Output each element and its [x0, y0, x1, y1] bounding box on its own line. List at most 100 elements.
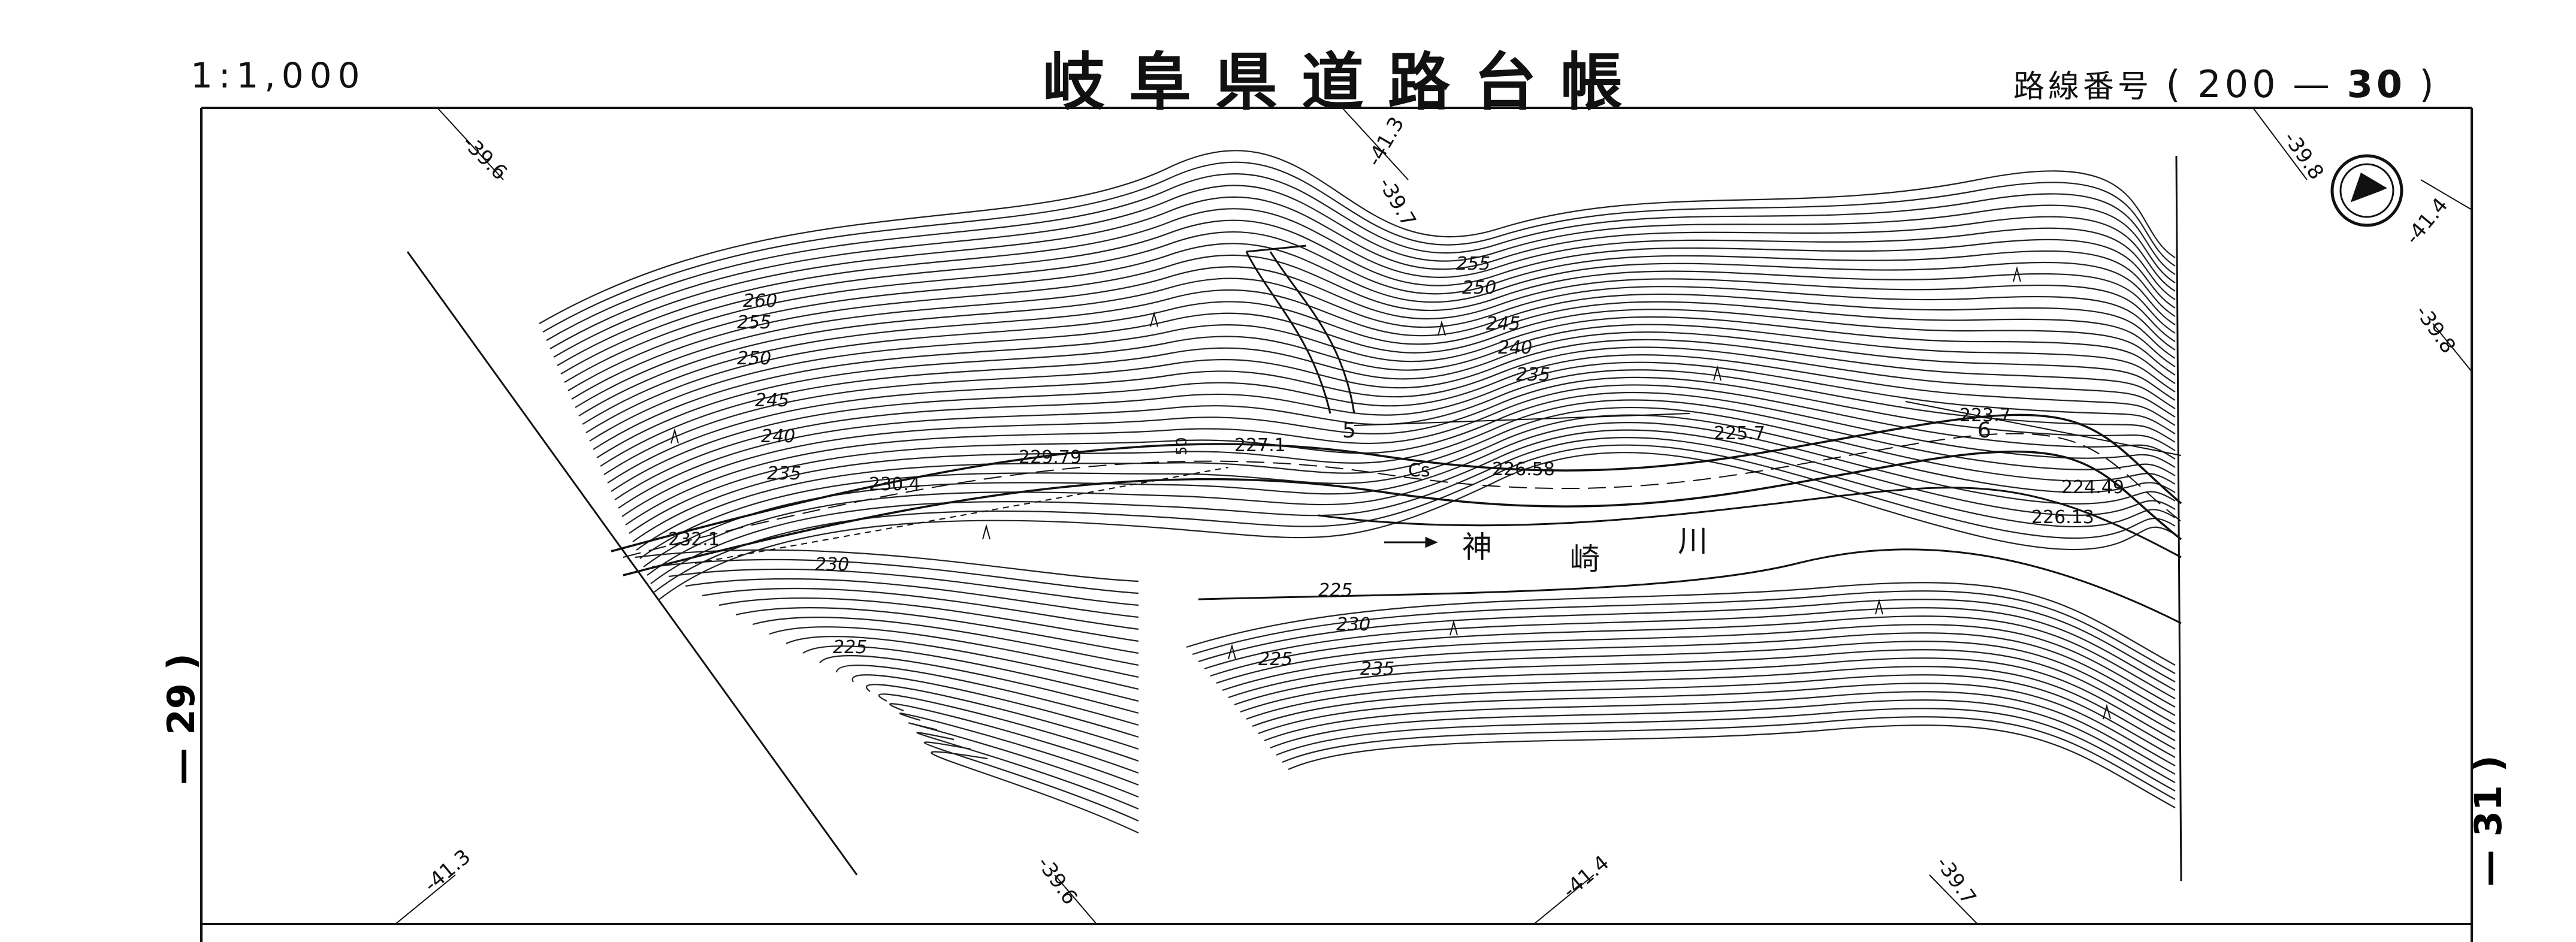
contour-label: 255: [1456, 253, 1490, 274]
contour-line: [1198, 599, 2176, 683]
contour-line: [607, 346, 2176, 484]
contour-label: 250: [737, 348, 771, 369]
contour-label: 245: [1486, 313, 1520, 334]
grid-label-top: -41.3: [1362, 113, 1409, 170]
contour-line: [851, 674, 1139, 738]
map-scale: 1:1,000: [191, 55, 366, 96]
contour-line: [1258, 683, 2176, 766]
contour-label: 240: [761, 426, 795, 447]
contour-label: 255: [737, 312, 771, 333]
vegetation-mark: [1438, 320, 1446, 336]
contour-label: 225: [833, 637, 867, 658]
station-mark: 5: [1342, 418, 1356, 443]
contour-line: [1228, 641, 2176, 724]
contour-line: [889, 703, 1139, 774]
road: [611, 413, 2182, 576]
river-name-char: 崎: [1570, 542, 1600, 576]
vegetation-mark: [2013, 266, 2021, 282]
contour-line: [557, 208, 2176, 366]
river-name: 神 崎 川: [1462, 524, 1708, 576]
river-name-char: 神: [1462, 530, 1492, 564]
contour-line: [603, 339, 2176, 475]
station-mark: 6: [1977, 418, 1991, 443]
contour-line: [546, 173, 2176, 341]
contour-lines-south: [635, 549, 2176, 834]
vegetation-mark: [671, 428, 679, 444]
map-frame: [200, 107, 2473, 942]
contour-line: [735, 606, 1139, 654]
contour-line: [589, 309, 2176, 442]
contour-line: [654, 444, 2176, 593]
contour-label: 230: [1336, 614, 1370, 635]
grid-ticks: [395, 107, 2472, 925]
contour-label: 240: [1498, 337, 1532, 358]
contour-line: [614, 361, 2176, 500]
contour-line: [668, 568, 1139, 606]
contour-line: [718, 597, 1139, 642]
contour-line: [639, 414, 2176, 559]
road-annotations: 5 6 50 Cs: [1173, 418, 1991, 481]
vegetation-mark: [2103, 704, 2111, 720]
spot-height: 230.4: [869, 474, 920, 495]
contour-line: [1186, 582, 2176, 666]
contour-line: [908, 722, 1139, 798]
river-flow-arrow: [1384, 536, 1438, 548]
contour-line: [560, 219, 2176, 375]
contour-line: [923, 741, 1139, 822]
contour-line: [899, 712, 1139, 786]
river-name-char: 川: [1678, 524, 1708, 558]
spot-height: 224.49: [2061, 477, 2124, 498]
contour-line: [1270, 699, 2176, 783]
contour-line: [1240, 657, 2176, 741]
north-arrow-icon: [2330, 154, 2403, 227]
spot-height: 227.1: [1234, 435, 1286, 456]
route-prefix: 200: [2197, 62, 2279, 106]
spot-heights: 232.1 230.4 229.79 227.1 226.58 225.7 22…: [668, 405, 2124, 550]
contour-line: [596, 324, 2176, 458]
contour-line: [1192, 590, 2176, 674]
vegetation-symbols: [671, 266, 2111, 720]
contour-line: [769, 626, 1139, 678]
contour-line: [625, 384, 2176, 526]
river-banks: [1198, 487, 2182, 624]
contour-line: [629, 391, 2176, 534]
route-dash: —: [2293, 62, 2334, 106]
contour-label: 235: [767, 463, 801, 484]
contour-line: [621, 376, 2176, 517]
width-mark: 50: [1173, 437, 1190, 455]
grid-label-bottom: -41.4: [1558, 851, 1614, 903]
contour-line: [549, 185, 2176, 349]
vegetation-mark: [1449, 620, 1458, 636]
contour-line: [571, 254, 2176, 400]
grid-label-top: -39.8: [2411, 301, 2460, 358]
contour-line: [1246, 666, 2176, 750]
contour-line: [635, 549, 1139, 582]
contour-line: [575, 266, 2176, 408]
contour-line: [865, 684, 1139, 750]
contour-line: [1216, 624, 2176, 708]
contour-line: [636, 406, 2176, 551]
contour-label: 245: [755, 390, 789, 411]
route-number: 30: [2347, 62, 2406, 106]
grid-label-bottom: -39.6: [1032, 852, 1082, 909]
contour-line: [878, 693, 1139, 762]
match-lines: [406, 155, 2182, 881]
spot-height: 226.13: [2031, 507, 2094, 528]
contour-line: [802, 645, 1139, 702]
contour-line: [593, 316, 2176, 450]
grid-label-top: -41.4: [2400, 194, 2453, 249]
contour-line: [650, 437, 2176, 584]
contour-line: [1282, 716, 2176, 800]
spot-height: 232.1: [668, 529, 720, 550]
grid-label-bottom: -41.3: [419, 845, 475, 897]
contour-label: 250: [1462, 277, 1496, 298]
contour-line: [1252, 674, 2176, 758]
contour-line: [1222, 632, 2176, 716]
grid-label-top: -39.8: [2279, 127, 2329, 184]
contour-line: [685, 578, 1139, 618]
grid-label-bottom: -39.7: [1931, 852, 1981, 909]
contour-line: [611, 354, 2176, 492]
contour-line: [835, 665, 1139, 726]
contour-line: [647, 429, 2176, 576]
